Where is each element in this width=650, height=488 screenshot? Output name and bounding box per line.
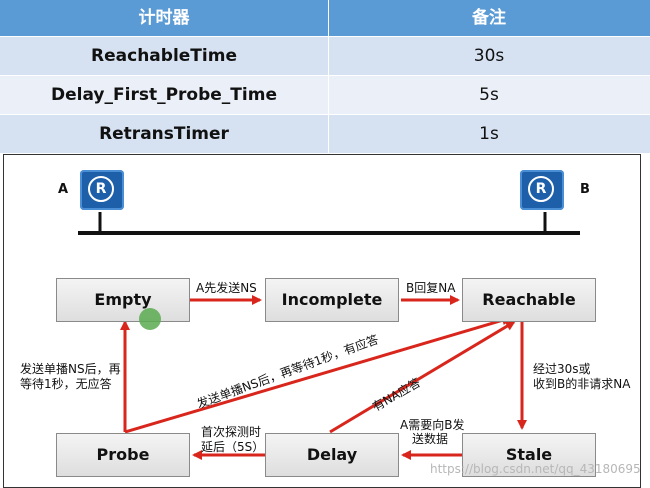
timer-name: Delay_First_Probe_Time <box>0 76 329 114</box>
header-timer: 计时器 <box>0 0 329 36</box>
router-a-icon: R <box>80 170 124 210</box>
state-reachable: Reachable <box>462 278 596 322</box>
header-note: 备注 <box>472 8 506 28</box>
state-delay: Delay <box>265 433 399 477</box>
label-delay-probe-1: 首次探测时 <box>201 425 262 439</box>
table-row: RetransTimer 1s <box>0 115 650 153</box>
state-stale: Stale <box>462 433 596 477</box>
timer-value: 5s <box>479 85 499 105</box>
router-b-icon: R <box>520 170 564 210</box>
timer-name: RetransTimer <box>0 115 329 153</box>
state-incomplete: Incomplete <box>265 278 399 322</box>
label-delay-probe-2: 延后（5S） <box>201 440 265 454</box>
table-row: Delay_First_Probe_Time 5s <box>0 76 650 114</box>
arrow-probe-reachable <box>124 315 512 434</box>
timer-value: 1s <box>479 124 499 144</box>
state-probe: Probe <box>56 433 190 477</box>
timer-name: ReachableTime <box>0 37 329 75</box>
label-stale-delay-1: A需要向B发 <box>400 418 465 432</box>
node-b-label: B <box>580 182 590 197</box>
state-empty: Empty <box>56 278 190 322</box>
label-stale-delay-2: 送数据 <box>412 432 449 446</box>
timer-value: 30s <box>473 46 505 66</box>
label-empty-incomplete: A先发送NS <box>196 281 257 295</box>
label-probe-empty-1: 发送单播NS后，再 <box>20 362 121 376</box>
watermark: https://blog.csdn.net/qq_43180695 <box>430 462 641 476</box>
label-incomplete-reachable: B回复NA <box>406 281 456 295</box>
table-row: ReachableTime 30s <box>0 37 650 75</box>
label-reachable-stale-1: 经过30s或 <box>533 362 591 376</box>
pointer-highlight-icon <box>139 308 161 330</box>
arrow-delay-reachable <box>329 320 516 434</box>
label-probe-empty-2: 等待1秒，无应答 <box>20 377 112 391</box>
label-reachable-stale-2: 收到B的非请求NA <box>533 377 631 391</box>
table-header-row: 计时器 备注 <box>0 0 650 36</box>
node-a-label: A <box>58 182 69 197</box>
